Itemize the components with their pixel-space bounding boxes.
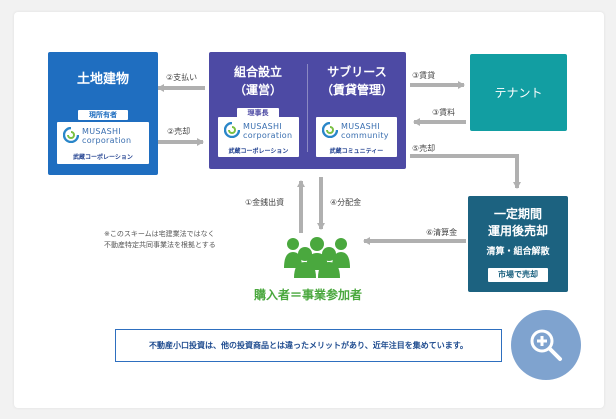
tenant-box: テナント (470, 54, 567, 131)
land-building-box: 土地建物 現所有者 MUSASHI corporation 武蔵コーポレーション (48, 52, 158, 175)
label-sale-to-assoc: ②売却 (167, 127, 191, 136)
label-settlement: ⑥清算金 (426, 228, 458, 237)
musashi-logo-card: MUSASHI corporation 武蔵コーポレーション (57, 122, 149, 164)
logo-name: MUSASHI (82, 127, 122, 136)
zoom-in-icon (530, 329, 562, 361)
role-tag-owner: 現所有者 (78, 110, 128, 120)
logo-company: 武蔵コーポレーション (73, 154, 133, 161)
logo-name-sub: corporation (243, 131, 293, 140)
logo-name: MUSASHI (243, 122, 283, 131)
scheme-note: ※このスキームは宅建業法ではなく 不動産特定共同事業法を根拠とする (104, 229, 216, 251)
role-tag-chairman: 理事長 (237, 108, 279, 118)
land-title: 土地建物 (76, 72, 129, 87)
musashi-logo-icon (224, 122, 240, 138)
label-sale-5: ⑤売却 (412, 144, 436, 153)
logo-name-sub: corporation (82, 136, 132, 145)
logo-name: MUSASHI (341, 122, 381, 131)
sale-title-line1: 一定期間 (493, 207, 542, 221)
musashi-community-logo-card: MUSASHI community 武蔵コミュニティー (316, 117, 397, 157)
info-banner: 不動産小口投資は、他の投資商品とは違ったメリットがあり、近年注目を集めています。 (115, 329, 502, 362)
logo-company: 武蔵コーポレーション (228, 148, 289, 155)
sublease-title: サブリース （賃貸管理） (308, 63, 406, 99)
zoom-button[interactable] (511, 310, 581, 380)
association-box: 組合設立 （運営） サブリース （賃貸管理） 理事長 MUSASHI corpo… (209, 52, 406, 169)
musashi-logo-icon (322, 122, 338, 138)
association-title: 組合設立 （運営） (209, 63, 307, 99)
scheme-note-line1: ※このスキームは宅建業法ではなく (104, 230, 215, 238)
tenant-title: テナント (494, 86, 543, 100)
musashi-corporation-logo-card: MUSASHI corporation 武蔵コーポレーション (218, 117, 299, 157)
divider (307, 64, 308, 152)
label-rent-fee: ③賃料 (432, 108, 456, 117)
logo-name-sub: community (341, 131, 389, 140)
musashi-logo-icon (63, 127, 79, 143)
sale-title-line2: 運用後売却 (487, 224, 548, 238)
label-rent: ③賃貸 (412, 71, 436, 80)
sale-subtitle: 清算・組合解散 (486, 247, 550, 257)
sublease-title-line1: サブリース (327, 65, 387, 79)
sale-box: 一定期間 運用後売却 清算・組合解散 市場で売却 (468, 196, 568, 292)
association-title-line2: （運営） (233, 83, 282, 97)
label-payment: ②支払い (166, 73, 198, 82)
label-investment: ①金銭出資 (245, 198, 285, 207)
label-dividend: ④分配金 (330, 198, 362, 207)
group-icon (284, 237, 350, 278)
buyers-label: 購入者＝事業参加者 (254, 288, 363, 302)
sublease-title-line2: （賃貸管理） (320, 83, 393, 97)
association-title-line1: 組合設立 (233, 65, 282, 79)
scheme-note-line2: 不動産特定共同事業法を根拠とする (104, 241, 216, 249)
market-sale-tag: 市場で売却 (488, 268, 548, 282)
logo-company: 武蔵コミュニティー (329, 148, 384, 155)
arrow-sale-5 (410, 154, 521, 189)
